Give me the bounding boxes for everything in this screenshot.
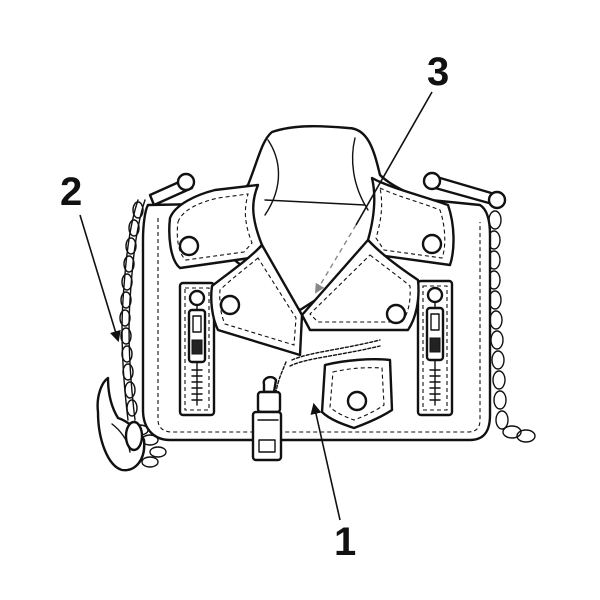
right-zip-pocket <box>416 279 454 417</box>
left-lapel <box>210 243 304 357</box>
leader-line-3-dashed <box>314 224 357 294</box>
callout-label-3: 3 <box>427 50 450 94</box>
front-pocket-flap <box>320 358 394 430</box>
hang-tag <box>96 376 146 472</box>
left-collar-flap <box>168 183 264 270</box>
callout-label-1: 1 <box>334 520 357 564</box>
left-chain-strap <box>119 199 167 468</box>
left-zip-pocket <box>178 281 216 417</box>
leader-line-1 <box>310 402 341 521</box>
callout-label-2: 2 <box>60 170 83 214</box>
leader-line-3-solid <box>355 91 433 226</box>
right-lapel <box>300 238 420 332</box>
left-strap-ring <box>148 172 196 207</box>
right-collar-flap <box>366 176 455 267</box>
leader-line-2 <box>79 214 121 343</box>
leader-lines <box>79 91 433 521</box>
right-chain-strap <box>422 171 536 443</box>
main-diagonal-zipper <box>251 339 381 462</box>
